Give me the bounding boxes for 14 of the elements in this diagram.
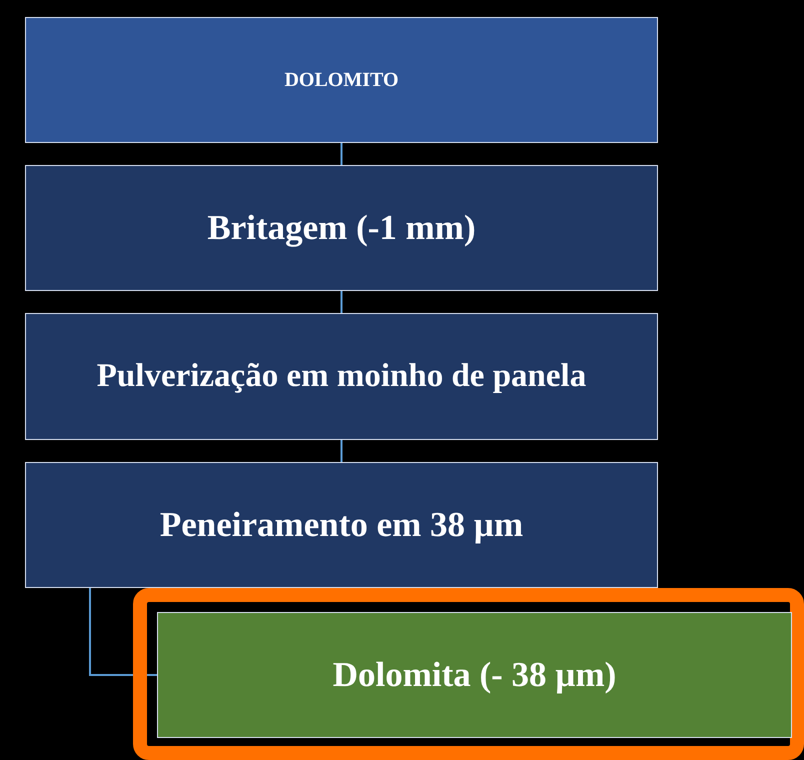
process-box — [25, 462, 658, 588]
process-box — [25, 313, 658, 440]
step-label: Dolomita (- 38 µm) — [332, 655, 616, 695]
connector-line — [340, 440, 342, 462]
step-label: DOLOMITO — [284, 68, 399, 92]
step-label: Peneiramento em 38 µm — [160, 505, 524, 545]
process-box — [25, 165, 658, 291]
connector-line — [340, 291, 342, 313]
process-box — [25, 17, 658, 143]
step-label: Britagem (-1 mm) — [207, 208, 476, 248]
step-label: Pulverização em moinho de panela — [96, 358, 586, 395]
connector-line — [340, 143, 342, 165]
connector-line — [89, 588, 157, 676]
process-box — [157, 612, 792, 738]
